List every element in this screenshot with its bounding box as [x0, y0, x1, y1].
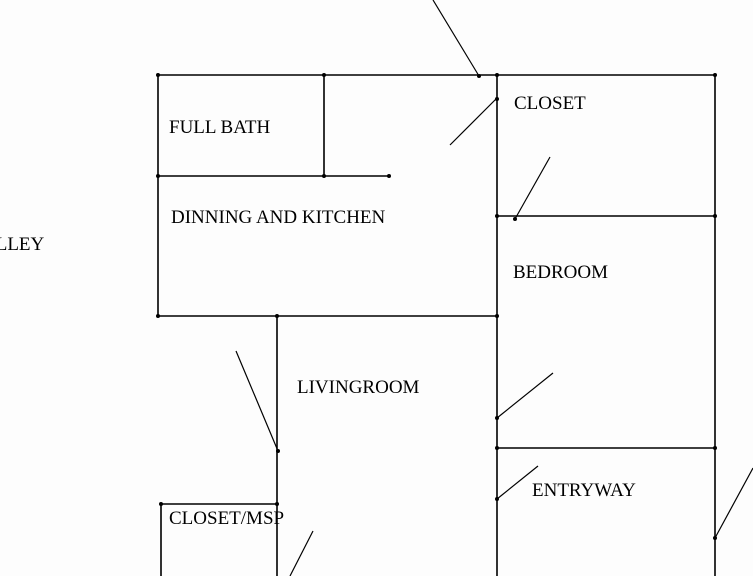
node: [713, 214, 717, 218]
kitchen-bath-block-walls: [157, 74, 497, 317]
door-kitchen-closet: [449, 98, 497, 146]
door-main-top: [432, 0, 480, 77]
node: [156, 174, 160, 178]
door-bedroom-living: [496, 372, 554, 419]
node: [275, 502, 279, 506]
node: [495, 214, 499, 218]
node: [159, 502, 163, 506]
node: [495, 416, 499, 420]
door-closet-msp: [289, 530, 314, 576]
node: [387, 174, 391, 178]
label-bedroom: BEDROOM: [513, 262, 609, 283]
node: [156, 73, 160, 77]
node: [495, 314, 499, 318]
door-living-left: [235, 350, 279, 452]
label-livingroom: LIVINGROOM: [297, 377, 420, 398]
node: [495, 97, 499, 101]
label-entryway: ENTRYWAY: [532, 480, 636, 501]
label-dining-kitchen: DINNING AND KITCHEN: [171, 207, 386, 228]
living-block-walls: [160, 316, 278, 576]
node: [322, 174, 326, 178]
label-full-bath: FULL BATH: [169, 117, 271, 138]
label-closet-msp: CLOSET/MSP: [169, 508, 285, 529]
door-lines: [235, 0, 753, 576]
node: [156, 314, 160, 318]
node: [713, 73, 717, 77]
door-right-exterior: [714, 467, 753, 539]
node: [713, 446, 717, 450]
right-block-walls: [496, 74, 716, 576]
node: [477, 74, 481, 78]
label-closet: CLOSET: [514, 93, 586, 114]
node: [275, 314, 279, 318]
node: [495, 73, 499, 77]
door-entryway: [496, 465, 539, 500]
node: [322, 73, 326, 77]
node: [495, 446, 499, 450]
wall-junction-nodes: [156, 73, 717, 540]
node: [276, 449, 280, 453]
door-closet-bedroom: [514, 156, 551, 220]
node: [713, 536, 717, 540]
node: [513, 217, 517, 221]
node: [495, 497, 499, 501]
label-alley: ALLEY: [0, 234, 45, 255]
